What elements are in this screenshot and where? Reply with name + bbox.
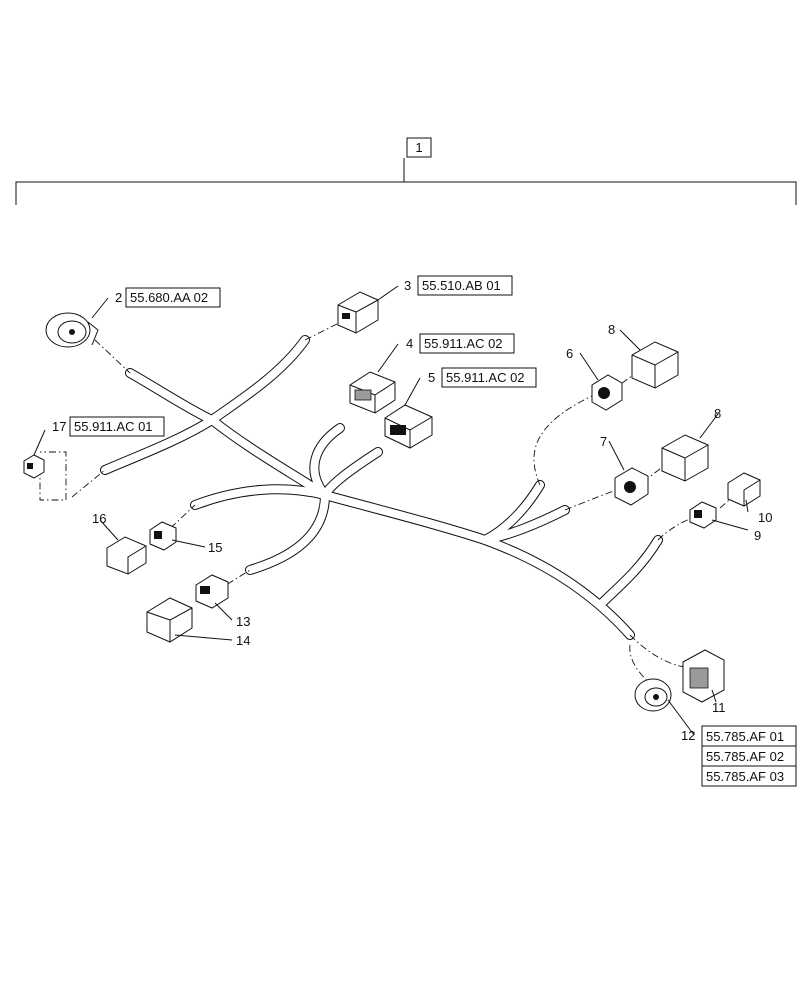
connector-4 [349,371,396,414]
callout-5-number: 5 [428,370,435,385]
connector-15 [149,521,177,551]
callout-4: 4 55.911.AC 02 [406,333,515,354]
connector-13 [195,574,229,609]
callout-6-number: 6 [566,346,573,361]
connector-16 [106,536,147,575]
callout-3-number: 3 [404,278,411,293]
relay-socket-6 [591,374,623,411]
callout-17: 17 55.911.AC 01 [52,416,165,437]
connector-10 [727,472,761,507]
connector-2-round [45,312,99,348]
callout-4-ref: 55.911.AC 02 [424,336,503,351]
callout-5: 5 55.911.AC 02 [428,367,537,388]
connector-9 [689,501,717,529]
callout-15-number: 15 [208,540,222,555]
callout-8b-number: 8 [714,406,721,421]
callout-14-number: 14 [236,633,250,648]
connector-11-flange [682,649,725,703]
callout-9-number: 9 [754,528,761,543]
relay-8-lower [661,434,709,482]
callout-12-ref-2: 55.785.AF 02 [706,749,784,764]
callout-2-number: 2 [115,290,122,305]
callout-2-ref: 55.680.AA 02 [130,290,208,305]
connector-17 [23,454,45,479]
relay-socket-7 [614,467,649,506]
item-1-label: 1 [415,140,422,155]
callout-3-ref: 55.510.AB 01 [422,278,501,293]
callout-12-ref-1: 55.785.AF 01 [706,729,784,744]
connector-14 [146,597,193,643]
callout-10-number: 10 [758,510,772,525]
callout-13-number: 13 [236,614,250,629]
relay-8-upper [631,341,679,389]
leader-lines [33,285,749,736]
callout-12-number: 12 [681,728,695,743]
callout-12-ref-3: 55.785.AF 03 [706,769,784,784]
callout-8a-number: 8 [608,322,615,337]
callout-11-number: 11 [712,700,726,715]
callout-4-number: 4 [406,336,413,351]
connector-5 [384,404,433,449]
connector-12-round [634,678,672,712]
callout-5-ref: 55.911.AC 02 [446,370,525,385]
callout-16-number: 16 [92,511,106,526]
harness-cables [100,335,663,640]
callout-2: 2 55.680.AA 02 [115,287,221,308]
callout-12: 12 55.785.AF 01 55.785.AF 02 55.785.AF 0… [681,725,797,787]
callout-3: 3 55.510.AB 01 [404,275,513,296]
assembly-bracket: 1 [15,137,797,205]
callout-7-number: 7 [600,434,607,449]
connector-3 [337,291,379,334]
callout-17-number: 17 [52,419,66,434]
callout-17-ref: 55.911.AC 01 [74,419,153,434]
